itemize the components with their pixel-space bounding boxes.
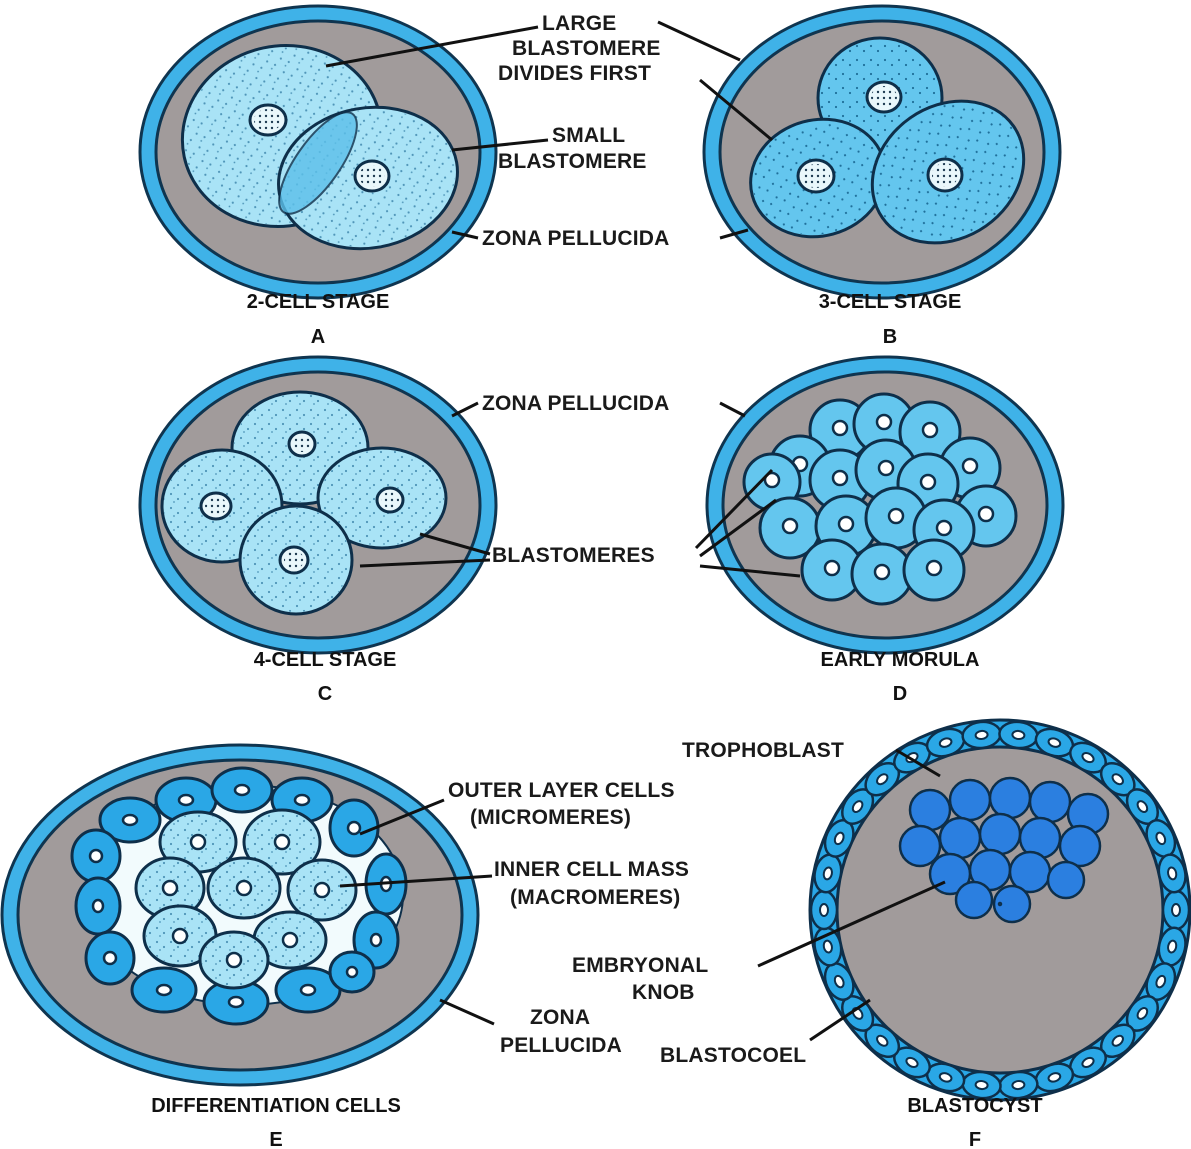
letter-a: A	[311, 326, 325, 348]
panel-c-embryo	[140, 357, 496, 653]
trophoblast-nucleus	[820, 904, 828, 916]
trophoblast-nucleus	[1012, 730, 1025, 739]
caption-a: 2-CELL STAGE	[247, 291, 390, 313]
letter-d: D	[893, 683, 907, 705]
letter-e: E	[269, 1129, 282, 1149]
letter-c: C	[318, 683, 332, 705]
label-large-line1: LARGE	[542, 12, 617, 35]
trophoblast-nucleus	[975, 1080, 988, 1089]
caption-f: BLASTOCYST	[907, 1095, 1042, 1117]
trophoblast-nucleus	[1012, 1080, 1025, 1089]
label-blastomeres: BLASTOMERES	[492, 544, 655, 567]
letter-f: F	[969, 1129, 981, 1149]
letter-b: B	[883, 326, 897, 348]
label-large-line3: DIVIDES FIRST	[498, 62, 651, 85]
label-zona-cd: ZONA PELLUCIDA	[482, 392, 670, 415]
label-small-line2: BLASTOMERE	[498, 150, 647, 173]
label-zona-e-line1: ZONA	[530, 1006, 590, 1029]
trophoblast-nucleus	[1172, 904, 1180, 916]
label-zona-e-line2: PELLUCIDA	[500, 1034, 622, 1057]
panel-f-embryo	[810, 720, 1190, 1100]
label-zona-ab: ZONA PELLUCIDA	[482, 227, 670, 250]
label-inner-line2: (MACROMERES)	[510, 886, 680, 909]
panel-a-embryo	[140, 6, 496, 298]
label-large-line2: BLASTOMERE	[512, 37, 661, 60]
caption-e: DIFFERENTIATION CELLS	[151, 1095, 401, 1117]
label-knob-line2: KNOB	[632, 981, 695, 1004]
panel-e-embryo	[2, 745, 478, 1085]
caption-c: 4-CELL STAGE	[254, 649, 397, 671]
label-outer-line1: OUTER LAYER CELLS	[448, 779, 675, 802]
label-blastocoel: BLASTOCOEL	[660, 1044, 806, 1067]
caption-b: 3-CELL STAGE	[819, 291, 962, 313]
label-knob-line1: EMBRYONAL	[572, 954, 708, 977]
caption-d: EARLY MORULA	[821, 649, 980, 671]
panel-b-embryo	[704, 6, 1060, 298]
label-small-line1: SMALL	[552, 124, 625, 147]
label-inner-line1: INNER CELL MASS	[494, 858, 689, 881]
label-trophoblast: TROPHOBLAST	[682, 739, 844, 762]
panel-d-embryo	[707, 357, 1063, 653]
label-outer-line2: (MICROMERES)	[470, 806, 631, 829]
trophoblast-nucleus	[975, 730, 988, 739]
